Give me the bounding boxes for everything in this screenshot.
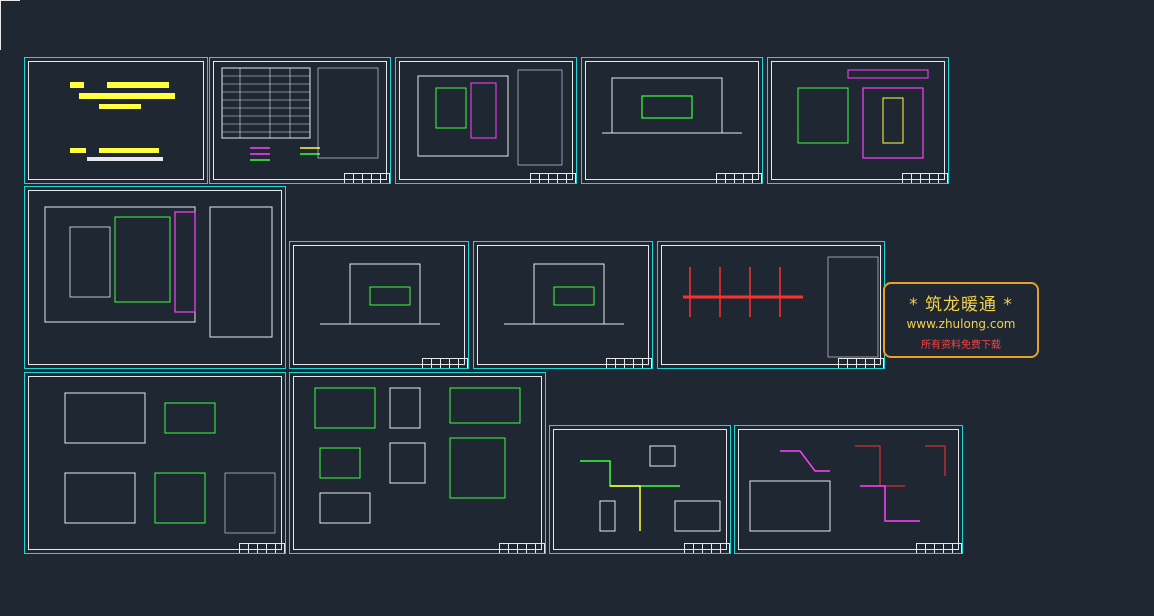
- equipment-details-graphic: [64, 392, 276, 534]
- title-block: [344, 173, 390, 183]
- title-block: [499, 543, 545, 553]
- sheet-system-diagram[interactable]: [767, 57, 949, 184]
- piping-plan-graphic: [580, 445, 721, 532]
- canvas-corner-line-h: [0, 0, 20, 1]
- sheet-piping-plan[interactable]: [549, 425, 731, 554]
- canvas-corner-line-v: [0, 0, 1, 50]
- sheet-piping-isometric[interactable]: [734, 425, 963, 554]
- sheet-index-table[interactable]: [209, 57, 391, 184]
- sheet-frame: [293, 245, 465, 365]
- title-block: [239, 543, 285, 553]
- sheet-foundation-details[interactable]: [289, 372, 546, 554]
- sheet-frame: [293, 376, 542, 550]
- sheet-frame: [738, 429, 959, 550]
- cover-text-marks: [70, 82, 175, 161]
- sheet-frame: [28, 61, 204, 180]
- watermark-note: 所有资料免费下载: [921, 340, 1001, 351]
- title-block: [916, 543, 962, 553]
- system-diagram-graphic: [797, 69, 929, 159]
- index-table-graphic: [221, 67, 379, 161]
- zhulong-watermark-stamp: * 筑龙暖通 * www.zhulong.com 所有资料免费下载: [883, 282, 1039, 358]
- sheet-section-a[interactable]: [581, 57, 763, 184]
- sheet-section-b[interactable]: [289, 241, 469, 369]
- section-a-graphic: [602, 77, 742, 134]
- sheet-frame: [28, 190, 282, 365]
- sheet-equipment-details[interactable]: [24, 372, 286, 554]
- sheet-cover[interactable]: [24, 57, 208, 184]
- title-block: [684, 543, 730, 553]
- sheet-header-detail[interactable]: [657, 241, 885, 369]
- sheet-frame: [553, 429, 727, 550]
- foundation-details-graphic: [314, 387, 521, 524]
- site-plan-graphic: [417, 69, 563, 166]
- sheet-frame: [213, 61, 387, 180]
- sheet-frame: [661, 245, 881, 365]
- sheet-frame: [585, 61, 759, 180]
- title-block: [902, 173, 948, 183]
- sheet-frame: [28, 376, 282, 550]
- sheet-site-plan[interactable]: [395, 57, 577, 184]
- title-block: [422, 358, 468, 368]
- sheet-section-c[interactable]: [473, 241, 653, 369]
- title-block: [716, 173, 762, 183]
- watermark-url: www.zhulong.com: [906, 317, 1016, 331]
- sheet-frame: [477, 245, 649, 365]
- sheet-boiler-room-plan[interactable]: [24, 186, 286, 369]
- section-c-graphic: [504, 263, 624, 325]
- sheet-frame: [771, 61, 945, 180]
- title-block: [838, 358, 884, 368]
- title-block: [606, 358, 652, 368]
- title-block: [530, 173, 576, 183]
- section-b-graphic: [320, 263, 440, 325]
- watermark-title: * 筑龙暖通 *: [909, 295, 1013, 315]
- boiler-room-plan-graphic: [44, 206, 273, 338]
- sheet-frame: [399, 61, 573, 180]
- piping-isometric-graphic: [749, 445, 946, 532]
- header-detail-graphic: [683, 256, 879, 358]
